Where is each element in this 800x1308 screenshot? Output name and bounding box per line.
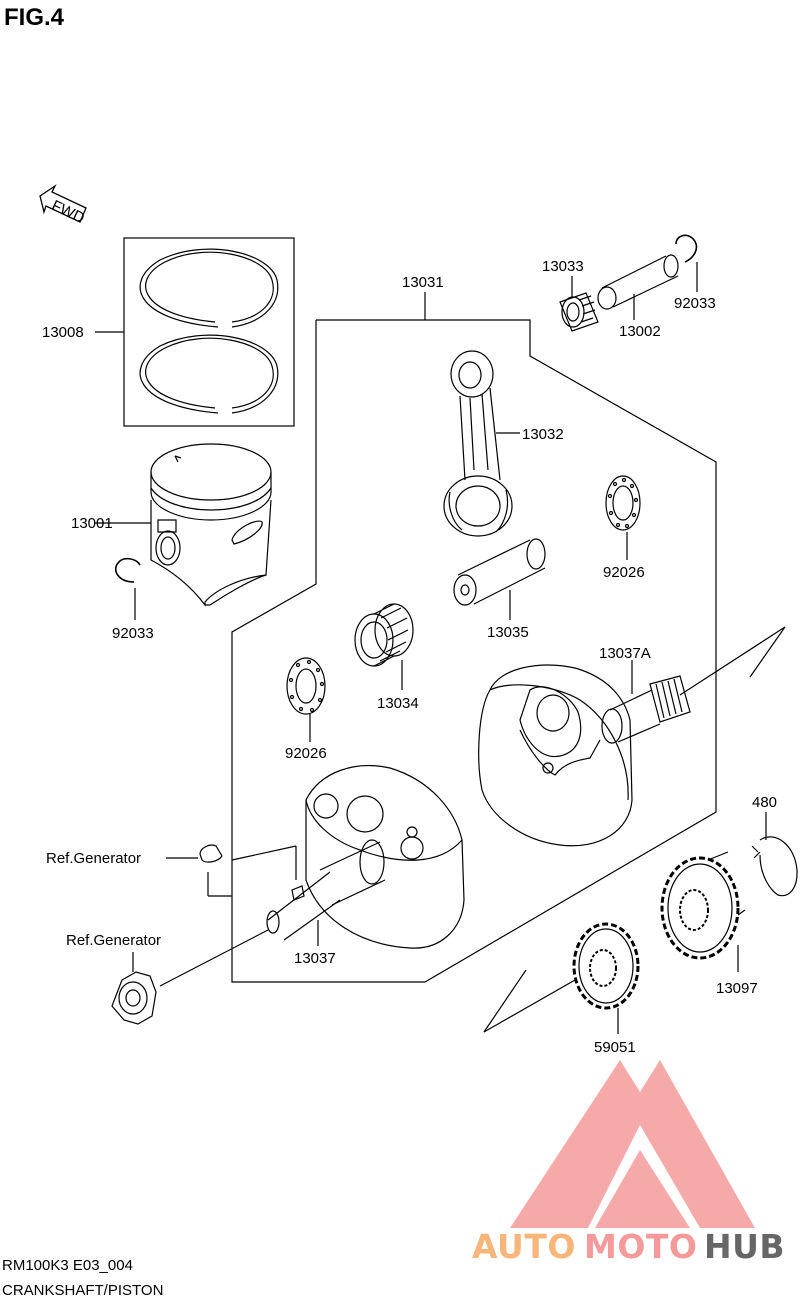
circlip-480-icon <box>751 836 798 897</box>
woodruff-key-icon <box>199 844 223 863</box>
label-13008: 13008 <box>42 324 84 341</box>
model-code: RM100K3 E03_004 <box>2 1257 133 1274</box>
thrust-washer-icon <box>286 657 326 715</box>
gear-icon <box>572 922 640 1010</box>
crank-pin-icon <box>453 538 546 606</box>
thrust-washer-icon <box>605 475 641 531</box>
label-13034: 13034 <box>377 695 419 712</box>
big-end-bearing-icon <box>354 603 414 667</box>
piston-pin-icon <box>597 254 679 310</box>
watermark-logo: AUTO MOTO HUB <box>472 1060 785 1266</box>
section-name: CRANKSHAFT/PISTON <box>2 1282 164 1299</box>
figure-title: FIG.4 <box>4 4 65 31</box>
watermark-hub: HUB <box>704 1227 785 1266</box>
label-13033: 13033 <box>542 258 584 275</box>
connecting-rod-icon <box>443 350 513 537</box>
crankshaft-left-icon <box>266 764 465 949</box>
label-13032: 13032 <box>522 426 564 443</box>
piston-icon <box>150 443 272 607</box>
label-13001: 13001 <box>71 515 113 532</box>
group-outline <box>231 319 717 983</box>
label-ref-generator-nut: Ref.Generator <box>66 932 161 949</box>
circlip-icon <box>675 234 698 263</box>
watermark-moto: MOTO <box>584 1227 697 1266</box>
label-13037A: 13037A <box>599 645 651 662</box>
label-480: 480 <box>752 794 777 811</box>
circlip-icon <box>114 557 141 583</box>
watermark-triangle-icon <box>510 1060 755 1228</box>
label-ref-generator-key: Ref.Generator <box>46 850 141 867</box>
label-13002: 13002 <box>619 323 661 340</box>
piston-ring-icon <box>139 248 279 414</box>
label-92033-left: 92033 <box>112 625 154 642</box>
fwd-arrow-icon <box>39 184 87 223</box>
crankshaft-right-icon <box>478 664 691 847</box>
gear-icon <box>660 851 746 960</box>
label-92033-right: 92033 <box>674 295 716 312</box>
small-end-bearing-icon <box>559 292 599 332</box>
label-92026-left: 92026 <box>285 745 327 762</box>
label-92026-right: 92026 <box>603 564 645 581</box>
label-13031: 13031 <box>402 274 444 291</box>
label-13035: 13035 <box>487 624 529 641</box>
label-13037: 13037 <box>294 950 336 967</box>
crank-nut-icon <box>111 971 157 1025</box>
watermark-auto: AUTO <box>472 1227 576 1266</box>
label-59051: 59051 <box>594 1039 636 1056</box>
label-13097: 13097 <box>716 980 758 997</box>
